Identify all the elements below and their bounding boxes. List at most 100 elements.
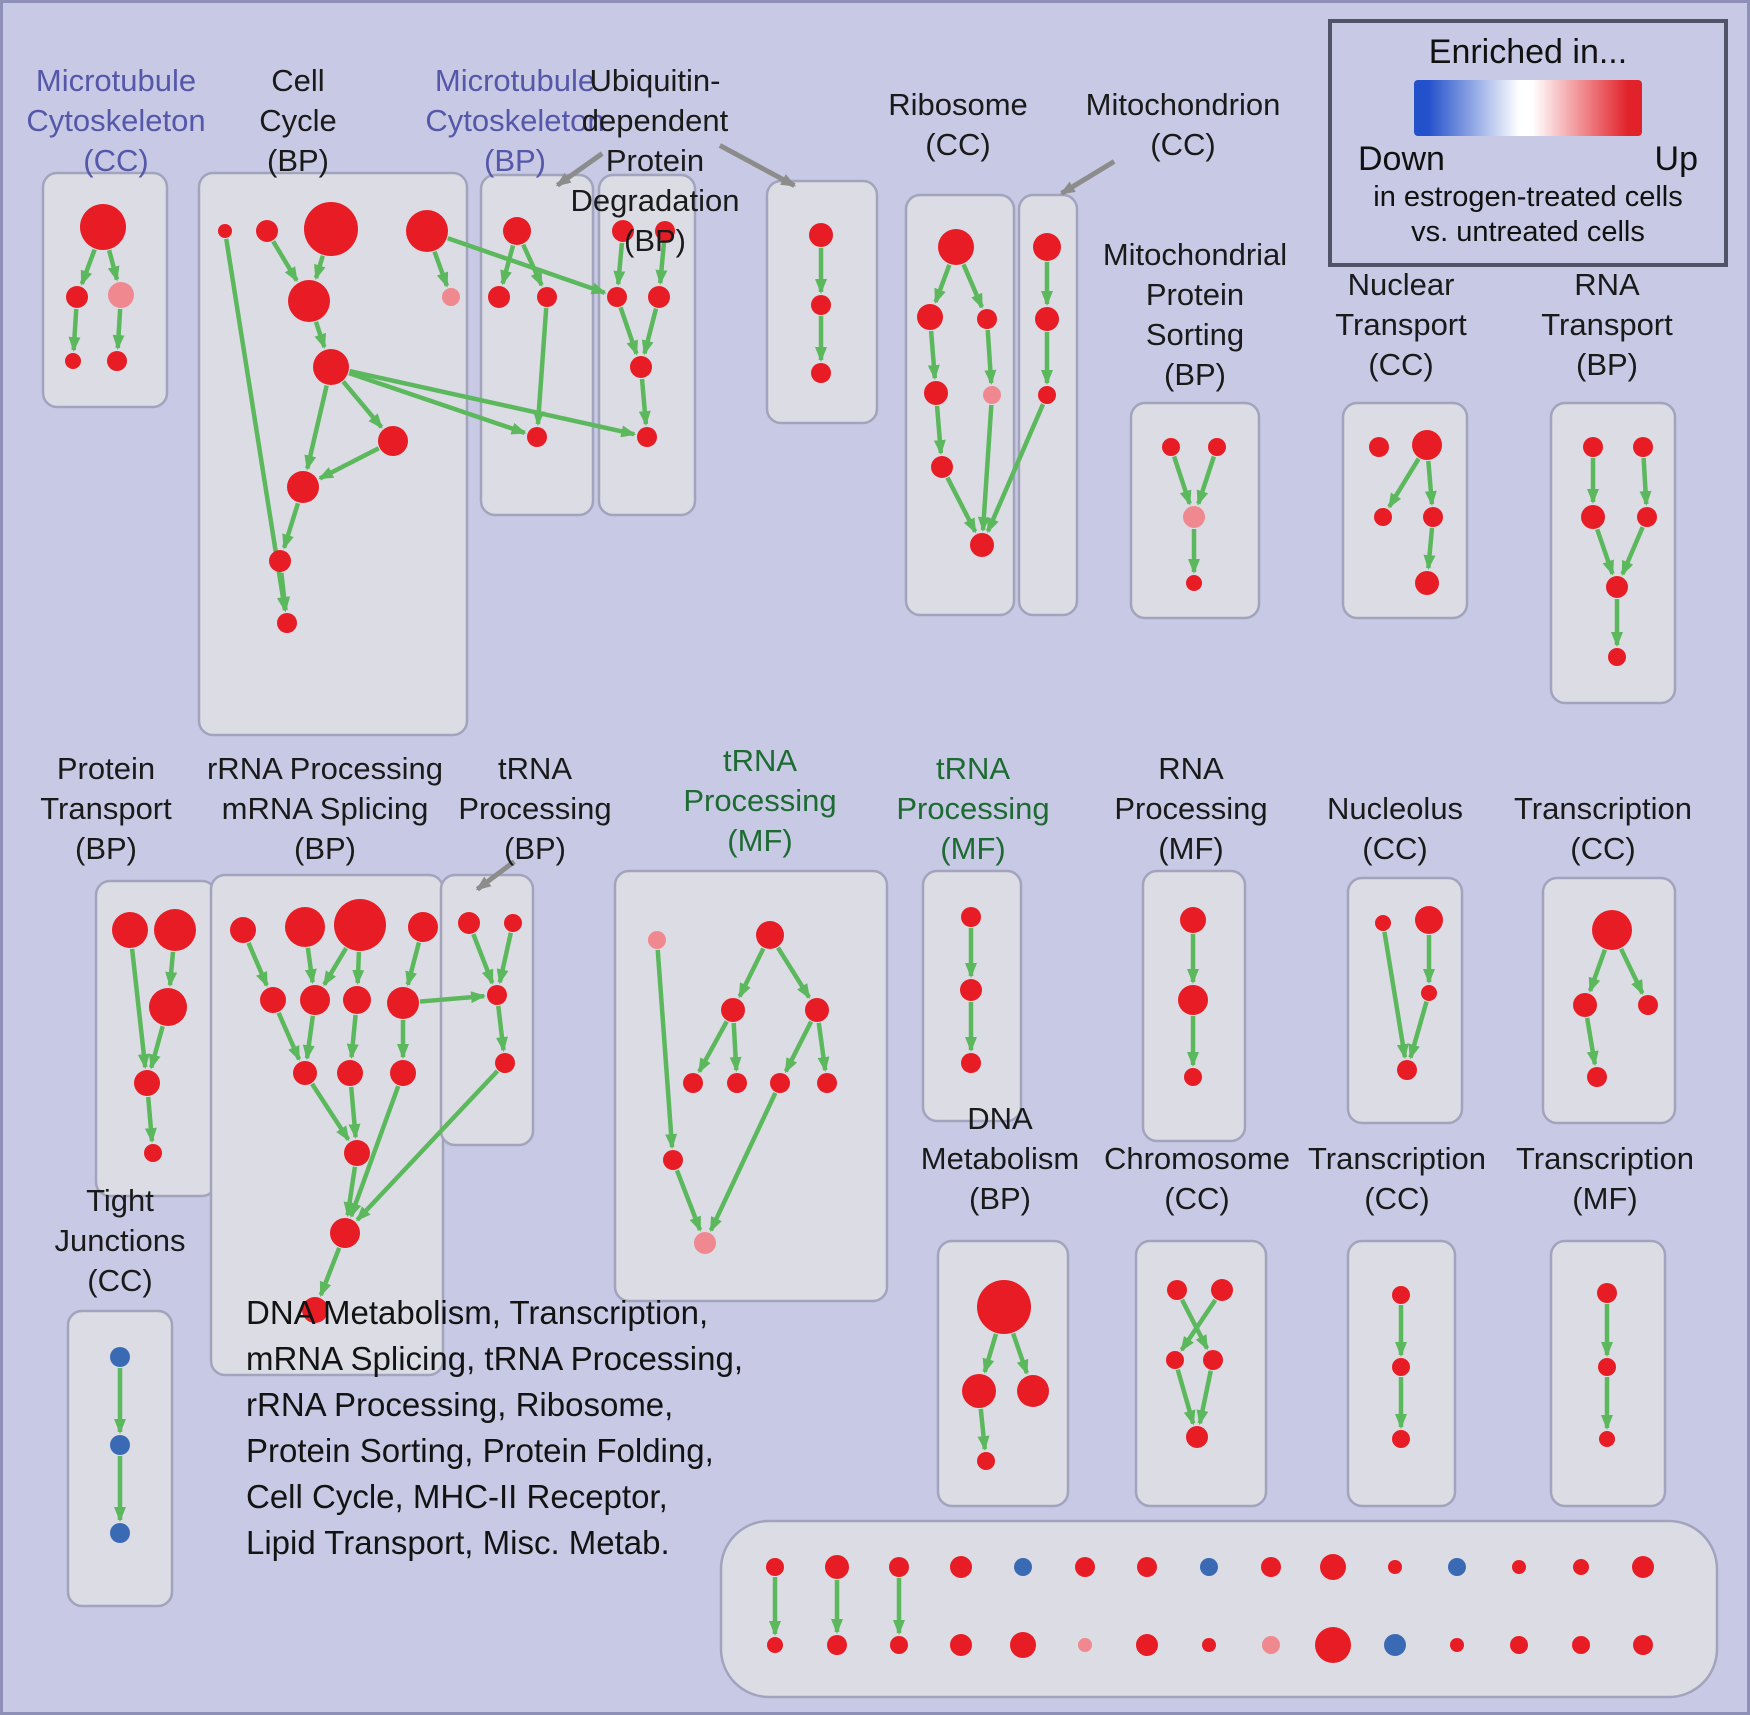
go-term-node: [1392, 1286, 1410, 1304]
go-term-node: [1632, 1556, 1654, 1578]
go-term-node: [527, 427, 547, 447]
go-term-node: [1180, 907, 1206, 933]
edge-arrow: [532, 307, 549, 427]
go-term-node: [488, 286, 510, 308]
go-term-node: [950, 1634, 972, 1656]
edge-arrow: [1196, 1370, 1213, 1426]
edge-arrow: [471, 933, 495, 985]
edge-arrow: [355, 1069, 500, 1222]
cluster-box-transcription-cc-1: [1541, 876, 1677, 1125]
edge-arrow: [985, 403, 1046, 534]
go-term-node: [889, 1557, 909, 1577]
go-term-node: [977, 309, 997, 329]
cluster-box-ribosome-cc: [904, 193, 1016, 617]
go-term-node: [1369, 437, 1389, 457]
go-term-node: [1202, 1638, 1216, 1652]
edge-arrow: [933, 264, 952, 304]
edge-arrow: [1180, 1298, 1210, 1351]
go-term-node: [811, 363, 831, 383]
go-term-node: [277, 613, 297, 633]
go-term-node: [977, 1452, 995, 1470]
go-term-node: [1375, 915, 1391, 931]
edge-arrow: [1171, 455, 1192, 506]
edge-arrow: [1423, 527, 1436, 571]
go-term-node: [727, 1073, 747, 1093]
go-term-node: [1203, 1350, 1223, 1370]
edge-arrow: [1584, 1017, 1599, 1067]
go-term-node: [683, 1073, 703, 1093]
go-term-node: [1136, 1634, 1158, 1656]
go-term-node: [1315, 1627, 1351, 1663]
go-term-node: [1415, 906, 1443, 934]
go-term-node: [107, 351, 127, 371]
edge-arrow: [1179, 1298, 1218, 1352]
go-term-node: [938, 229, 974, 265]
edge-arrow: [655, 241, 668, 286]
edge-arrow: [500, 244, 516, 286]
edge-arrow: [1408, 1001, 1429, 1060]
go-term-node: [1637, 507, 1657, 527]
go-term-node: [970, 533, 994, 557]
edge-arrow: [129, 948, 150, 1070]
legend: Enriched in... Down Up in estrogen-treat…: [1328, 19, 1728, 267]
go-term-node: [977, 1280, 1031, 1334]
edge-arrow: [1587, 948, 1608, 993]
edge-arrow: [613, 242, 626, 287]
go-term-node: [827, 1635, 847, 1655]
edge-arrow: [945, 476, 978, 534]
go-term-node: [817, 1073, 837, 1093]
cluster-label-nucleolus: Nucleolus(CC): [1327, 791, 1463, 866]
edge-arrow: [674, 1169, 703, 1232]
go-term-node: [770, 1073, 790, 1093]
cluster-box-cell-cycle: [197, 171, 469, 737]
go-term-node: [80, 204, 126, 250]
go-term-node: [108, 282, 134, 308]
edge-arrow: [1424, 460, 1437, 507]
cluster-box-mitochondrion-cc: [1017, 193, 1079, 617]
go-term-node: [65, 353, 81, 369]
edge-arrow: [1059, 159, 1116, 196]
edge-arrow: [933, 405, 946, 456]
go-term-node: [1374, 508, 1392, 526]
go-term-node: [1392, 1358, 1410, 1376]
go-term-node: [1137, 1557, 1157, 1577]
cluster-label-transcription-mf: Transcription(MF): [1516, 1141, 1694, 1216]
misc-note-line: Lipid Transport, Misc. Metab.: [246, 1524, 670, 1561]
go-term-node: [304, 202, 358, 256]
edge-arrow: [405, 941, 422, 987]
go-term-node: [1320, 1554, 1346, 1580]
legend-down-label: Down: [1358, 140, 1445, 178]
misc-note-line: mRNA Splicing, tRNA Processing,: [246, 1340, 744, 1377]
edge-arrow: [638, 378, 651, 427]
edge-arrow: [112, 308, 125, 351]
cluster-label-ribosome-cc: Ribosome(CC): [888, 87, 1028, 162]
edge-arrow: [496, 1005, 508, 1053]
edge-arrow: [655, 949, 678, 1150]
go-term-node: [458, 912, 480, 934]
go-term-node: [1638, 995, 1658, 1015]
go-term-node: [767, 1637, 783, 1653]
go-term-node: [721, 998, 745, 1022]
misc-note-line: Protein Sorting, Protein Folding,: [246, 1432, 714, 1469]
edge-arrow: [618, 306, 639, 356]
go-term-node: [1186, 1426, 1208, 1448]
go-term-node: [694, 1232, 716, 1254]
legend-up-label: Up: [1654, 140, 1698, 178]
cluster-box-trna-mf-large: [613, 869, 889, 1303]
edge-arrow: [165, 951, 178, 988]
edge-arrow: [246, 941, 269, 988]
go-term-node: [1200, 1558, 1218, 1576]
edge-arrow: [555, 151, 604, 188]
edge-arrow: [708, 1092, 778, 1233]
go-term-node: [809, 223, 833, 247]
go-term-node: [1010, 1632, 1036, 1658]
go-term-node: [1184, 1068, 1202, 1086]
edge-arrow: [1620, 526, 1645, 576]
edge-arrow: [496, 932, 514, 985]
edge-arrow: [318, 1247, 342, 1297]
